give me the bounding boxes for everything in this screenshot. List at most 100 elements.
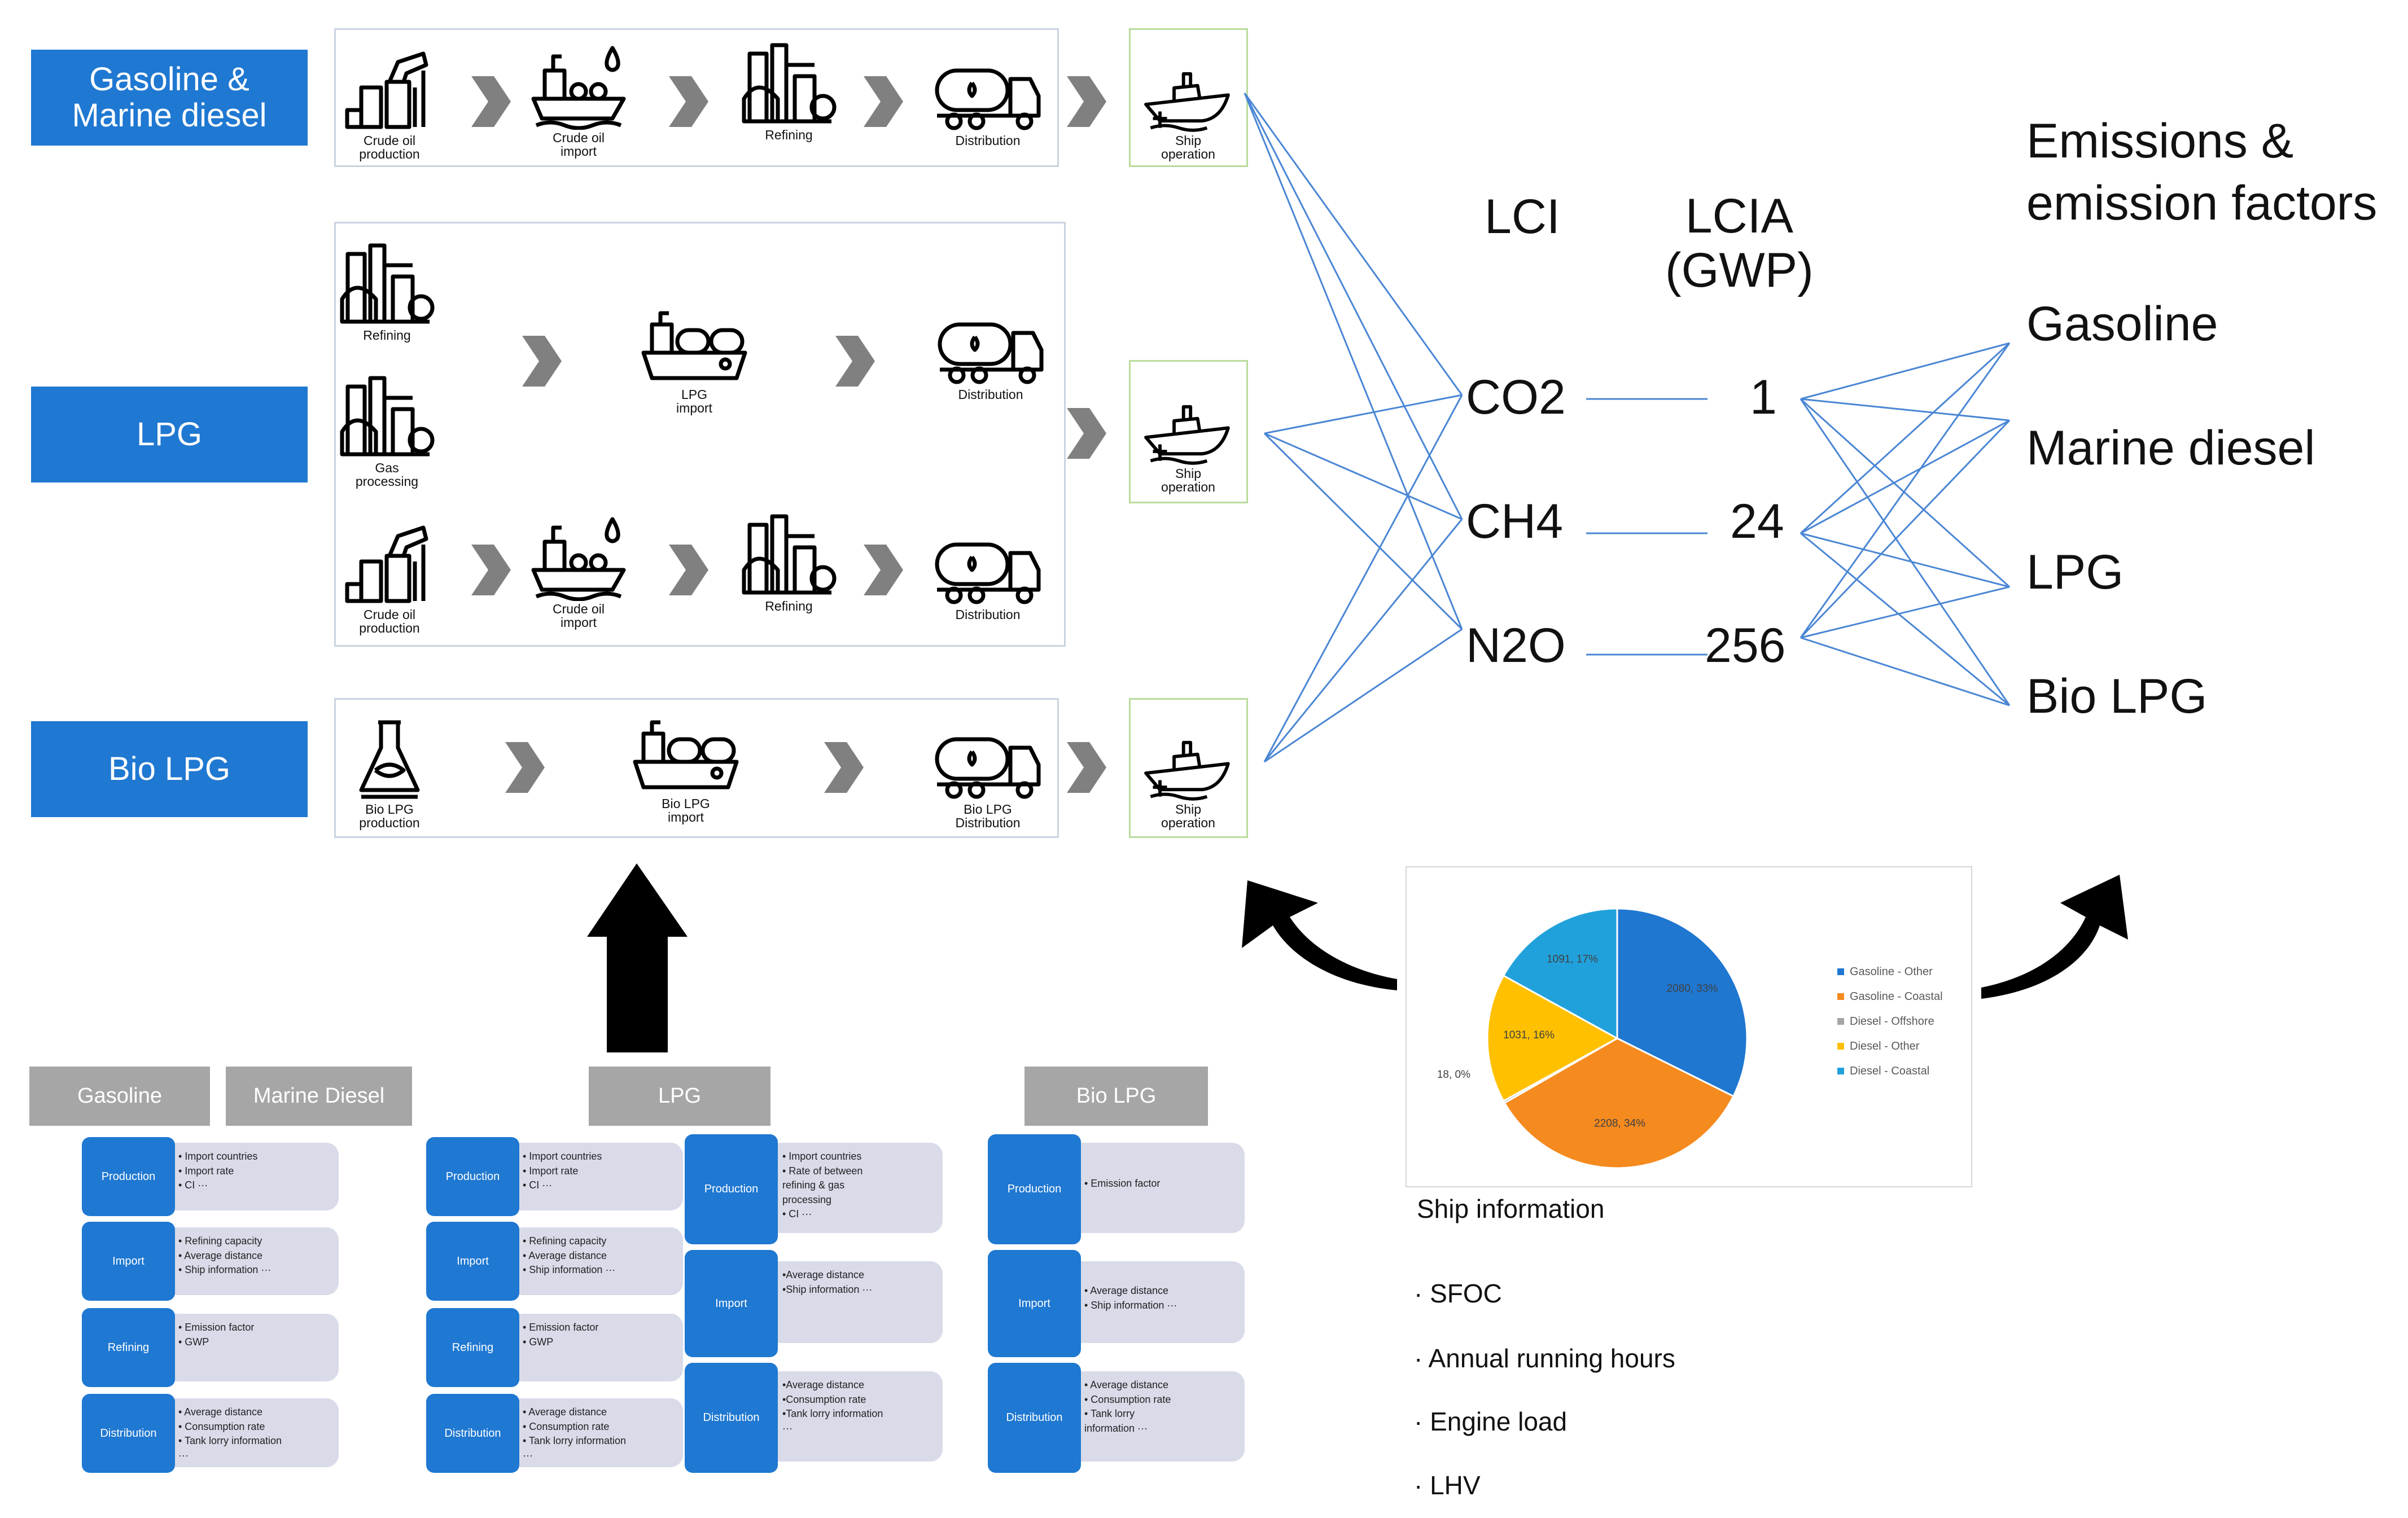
ship-info-item: · SFOC — [1414, 1279, 1502, 1308]
curved-arrow-right-icon — [1981, 875, 2128, 999]
fuel-box-gasoline-diesel: Gasoline & Marine diesel — [31, 50, 308, 146]
step-crude-production-2: Crude oil production — [342, 522, 437, 635]
emission-fuel-lpg: LPG — [2026, 545, 2124, 599]
legend-label: Diesel - Coastal — [1850, 1065, 1929, 1077]
fuel-box-bio-lpg: Bio LPG — [31, 721, 308, 817]
stage-refining: Refining — [82, 1308, 175, 1387]
gas-n2o: N2O — [1466, 618, 1566, 673]
emission-fuel-marine-diesel: Marine diesel — [2026, 421, 2315, 475]
info-card: • Import countries • Import rate • CI ··… — [164, 1143, 339, 1210]
step-lpg-refining: Refining — [338, 243, 436, 342]
step-lpg-gas-processing: Gas processing — [338, 375, 436, 488]
input-head-bio-lpg: Bio LPG — [1025, 1067, 1208, 1126]
legend-label: Gasoline - Coastal — [1850, 990, 1943, 1003]
info-card: • Import countries • Rate of between ref… — [768, 1143, 943, 1233]
step-caption: Bio LPG import — [662, 796, 710, 825]
step-crude-production-1: Crude oil production — [342, 48, 437, 161]
upward-arrow-icon — [587, 863, 688, 1052]
step-lpg-distribution: Distribution — [934, 313, 1047, 401]
lcia-heading: LCIA (GWP) — [1665, 189, 1814, 298]
pie-data-label: 2080, 33% — [1667, 983, 1718, 995]
ship-info-item: · Engine load — [1414, 1407, 1568, 1436]
fuel-box-lpg: LPG — [31, 387, 308, 482]
step-refining-1: Refining — [739, 42, 838, 142]
legend-swatch — [1837, 968, 1844, 975]
chevron-right-icon — [522, 336, 562, 387]
step-ship-operation-3: Ship operation — [1132, 731, 1245, 830]
legend-entry: Diesel - Offshore — [1837, 1015, 1934, 1028]
info-card: • Import countries • Import rate • CI ··… — [508, 1143, 683, 1210]
step-refining-2: Refining — [739, 514, 838, 613]
step-caption: LPG import — [676, 387, 712, 416]
step-caption: Bio LPG production — [359, 802, 420, 831]
input-head-gasoline: Gasoline — [29, 1067, 210, 1126]
legend-entry: Gasoline - Coastal — [1837, 990, 1943, 1003]
lcia-to-emissions-lines — [1800, 342, 2011, 707]
step-caption: Ship operation — [1161, 802, 1215, 831]
info-card: • Refining capacity • Average distance •… — [164, 1227, 339, 1295]
emission-fuel-gasoline: Gasoline — [2026, 297, 2218, 351]
info-card: • Average distance • Consumption rate • … — [1070, 1371, 1245, 1462]
step-caption: Refining — [363, 328, 411, 343]
legend-label: Gasoline - Other — [1850, 966, 1933, 978]
legend-swatch — [1837, 1018, 1844, 1025]
legend-entry: Diesel - Other — [1837, 1040, 1920, 1052]
stage-production: Production — [82, 1137, 175, 1216]
chevron-right-icon — [1067, 76, 1106, 127]
chevron-right-icon — [864, 545, 903, 595]
info-card: • Emission factor — [1070, 1143, 1245, 1233]
chevron-right-icon — [1067, 742, 1106, 793]
step-caption: Crude oil production — [359, 607, 420, 636]
step-bio-production: Bio LPG production — [350, 717, 429, 830]
stage-production: Production — [426, 1137, 519, 1216]
info-card: • Refining capacity • Average distance •… — [508, 1227, 683, 1295]
chevron-right-icon — [835, 336, 875, 387]
chevron-right-icon — [505, 742, 545, 793]
stage-import: Import — [685, 1250, 778, 1357]
info-card: •Average distance •Ship information ··· — [768, 1261, 943, 1343]
step-caption: Distribution — [955, 133, 1021, 148]
step-crude-import-1: Crude oil import — [528, 45, 629, 158]
stage-distribution: Distribution — [685, 1363, 778, 1473]
input-head-marine-diesel: Marine Diesel — [226, 1067, 412, 1126]
step-caption: Refining — [765, 599, 813, 613]
step-caption: Gas processing — [355, 460, 419, 489]
legend-swatch — [1837, 1043, 1844, 1050]
pie-slice — [1486, 974, 1619, 1102]
info-card: •Average distance •Consumption rate •Tan… — [768, 1371, 943, 1462]
lci-heading: LCI — [1485, 190, 1560, 244]
stage-production: Production — [685, 1134, 778, 1244]
step-caption: Crude oil import — [552, 602, 605, 630]
info-card: • Average distance • Consumption rate • … — [164, 1398, 339, 1467]
pie-slice — [1502, 907, 1618, 1040]
chevron-right-icon — [864, 76, 903, 127]
step-bio-distribution: Bio LPG Distribution — [931, 728, 1044, 830]
stage-distribution: Distribution — [988, 1363, 1081, 1473]
step-caption: Distribution — [955, 607, 1021, 622]
legend-entry: Diesel - Coastal — [1837, 1065, 1929, 1077]
curved-arrow-left-icon — [1242, 880, 1397, 990]
gwp-ch4: 24 — [1730, 494, 1784, 549]
info-card: • Emission factor • GWP — [508, 1314, 683, 1381]
chevron-right-icon — [669, 545, 708, 595]
step-crude-import-2: Crude oil import — [528, 516, 629, 629]
lci-lcia-lines — [1586, 398, 1708, 656]
info-card: • Average distance • Ship information ··… — [1070, 1261, 1245, 1343]
gas-ch4: CH4 — [1466, 494, 1564, 549]
ship-to-lci-lines — [1244, 93, 1463, 763]
pie-data-label: 18, 0% — [1437, 1069, 1470, 1081]
chevron-right-icon — [471, 76, 511, 127]
input-head-lpg: LPG — [589, 1067, 770, 1126]
chevron-right-icon — [669, 76, 708, 127]
step-distribution-1: Distribution — [931, 59, 1044, 147]
ship-info-item: · Annual running hours — [1414, 1344, 1675, 1373]
legend-swatch — [1837, 1068, 1844, 1074]
step-caption: Bio LPG Distribution — [955, 802, 1021, 831]
step-caption: Crude oil import — [552, 130, 605, 159]
stage-distribution: Distribution — [426, 1394, 519, 1473]
stage-import: Import — [82, 1222, 175, 1301]
step-caption: Ship operation — [1161, 466, 1215, 495]
pie-data-label: 1031, 16% — [1503, 1029, 1555, 1041]
emissions-heading: Emissions & emission factors — [2026, 114, 2378, 231]
